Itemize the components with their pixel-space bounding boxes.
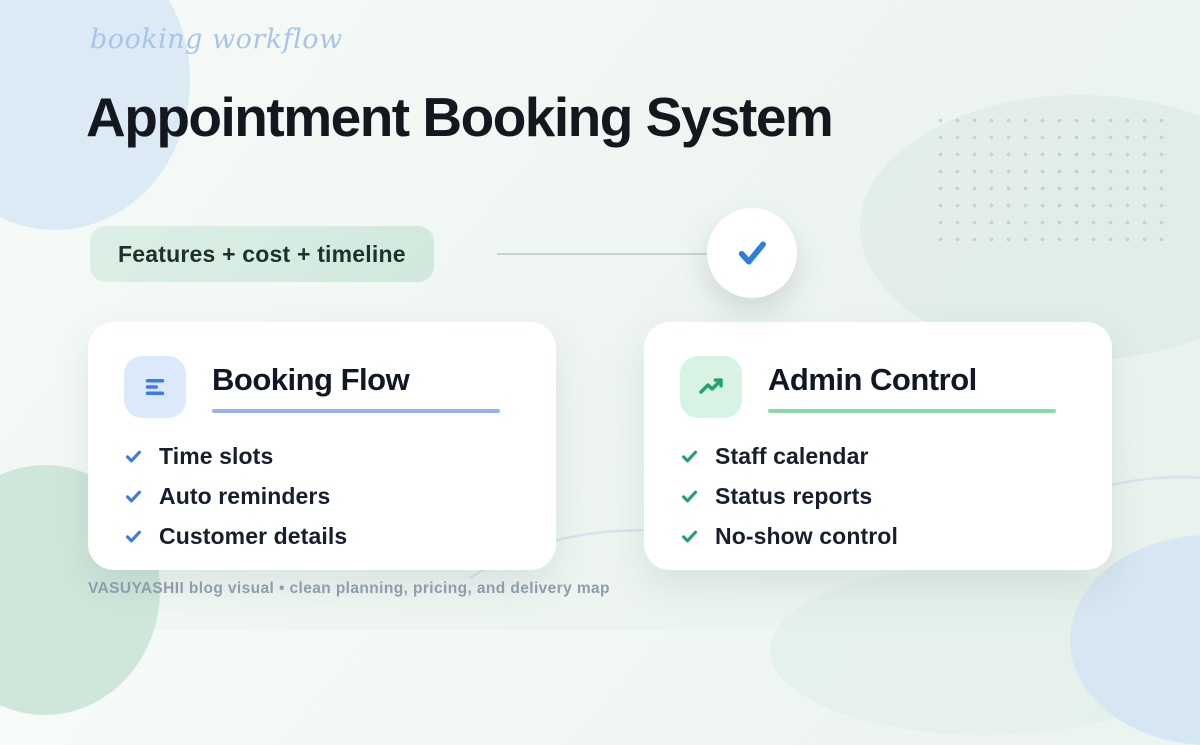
check-icon [124,527,143,546]
dot-grid-pattern [932,112,1168,250]
card-title-block: Booking Flow [212,356,500,413]
feature-label: Staff calendar [715,442,869,469]
trend-up-icon [680,356,742,418]
check-icon [680,447,699,466]
list-item: No-show control [680,520,1076,552]
list-item: Staff calendar [680,440,1076,472]
badge-label: Features + cost + timeline [118,240,406,267]
eyebrow-script-text: booking workflow [90,24,343,55]
page-title: Appointment Booking System [86,85,834,148]
checkpoint-circle [707,208,797,298]
list-item: Status reports [680,480,1076,512]
feature-label: Status reports [715,482,873,509]
check-icon [124,447,143,466]
booking-flow-card: Booking Flow Time slots Auto reminders C… [88,322,556,570]
card-header: Booking Flow [124,356,520,418]
feature-label: Time slots [159,442,274,469]
list-item: Time slots [124,440,520,472]
feature-list: Staff calendar Status reports No-show co… [680,440,1076,552]
list-item: Customer details [124,520,520,552]
card-header: Admin Control [680,356,1076,418]
check-icon [680,527,699,546]
feature-label: Auto reminders [159,482,331,509]
feature-list: Time slots Auto reminders Customer detai… [124,440,520,552]
connector-line [497,253,709,255]
card-title: Admin Control [768,362,977,397]
list-item: Auto reminders [124,480,520,512]
feature-label: No-show control [715,522,898,549]
footer-credit-text: VASUYASHII blog visual • clean planning,… [88,580,610,597]
features-cost-timeline-badge: Features + cost + timeline [90,226,434,282]
card-title-block: Admin Control [768,356,1056,413]
card-title: Booking Flow [212,362,410,397]
admin-control-card: Admin Control Staff calendar Status repo… [644,322,1112,570]
check-icon [733,234,771,272]
check-icon [124,487,143,506]
title-underline [212,408,500,413]
title-underline [768,408,1056,413]
feature-label: Customer details [159,522,348,549]
list-lines-icon [124,356,186,418]
check-icon [680,487,699,506]
